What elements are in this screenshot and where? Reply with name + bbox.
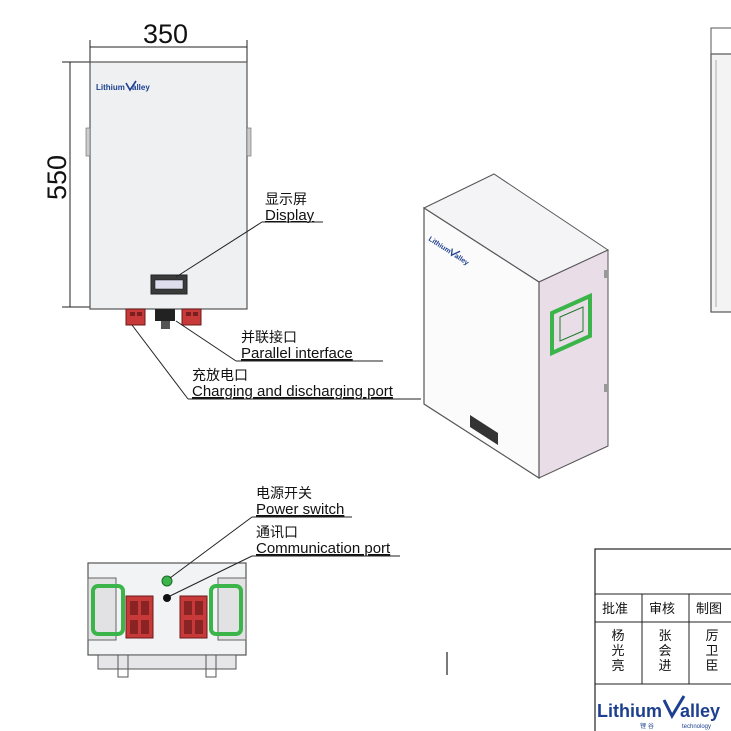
power-label-cn: 电源开关 — [256, 486, 312, 502]
front-logo: Lithium alley — [96, 80, 150, 92]
bottom-view — [87, 562, 247, 678]
front-view: 350 550 Lithium alley — [42, 19, 252, 329]
charging-port-left — [125, 308, 146, 326]
header-approve: 批准 — [602, 602, 628, 617]
name-reviewer: 张会进 — [658, 629, 671, 674]
name-drafter: 厉卫臣 — [705, 629, 718, 674]
height-dimension: 550 — [42, 155, 72, 200]
title-logo: Lithium alley 锂 谷 technology — [597, 695, 720, 730]
svg-text:锂 谷: 锂 谷 — [640, 722, 654, 730]
power-switch — [161, 575, 173, 587]
side-view-partial — [710, 27, 731, 313]
svg-text:Lithium: Lithium — [597, 701, 662, 721]
svg-text:alley: alley — [132, 83, 150, 92]
width-dimension: 350 — [143, 19, 188, 49]
iso-handle — [550, 292, 592, 357]
side-panel — [538, 249, 609, 479]
isometric-view: Lithium alley — [422, 173, 610, 480]
display-label-en: Display — [265, 207, 315, 224]
parallel-label-cn: 并联接口 — [241, 329, 297, 346]
bottom-handle-left — [91, 584, 125, 636]
comm-label-cn: 通讯口 — [256, 525, 298, 541]
svg-text:technology: technology — [682, 724, 711, 730]
name-approver: 杨光亮 — [611, 629, 624, 674]
header-draw: 制图 — [696, 602, 722, 617]
communication-port — [163, 594, 171, 602]
header-review: 审核 — [649, 602, 675, 617]
charging-label-en: Charging and discharging port — [192, 383, 394, 400]
power-label-en: Power switch — [256, 501, 344, 518]
bottom-handle-right — [209, 584, 243, 636]
display-label-cn: 显示屏 — [265, 192, 307, 208]
title-block: 批准 审核 制图 杨光亮 张会进 厉卫臣 Lithium alley 锂 谷 t… — [594, 548, 731, 731]
front-cabinet — [89, 61, 248, 310]
parallel-interface-connector — [155, 309, 175, 321]
charging-label-cn: 充放电口 — [192, 368, 248, 384]
svg-text:alley: alley — [680, 701, 720, 721]
svg-text:Lithium: Lithium — [96, 83, 125, 92]
comm-label-en: Communication port — [256, 540, 391, 557]
iso-display — [470, 415, 498, 445]
parallel-label-en: Parallel interface — [241, 345, 353, 362]
charging-port-right — [181, 308, 202, 326]
iso-front-panel — [423, 206, 540, 480]
